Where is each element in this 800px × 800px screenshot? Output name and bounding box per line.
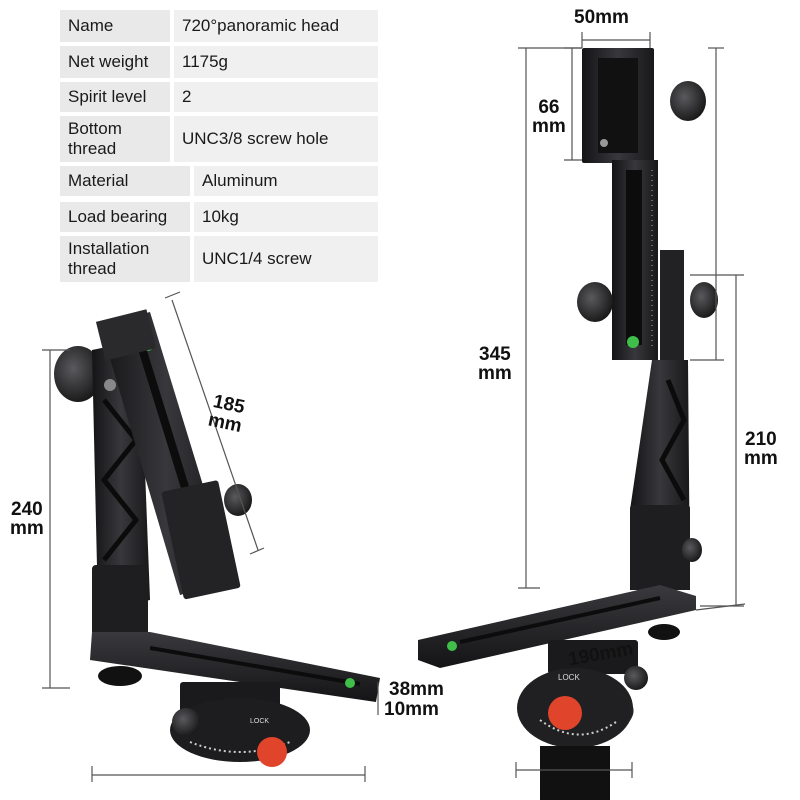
spec-value: 10kg bbox=[194, 202, 378, 232]
base-thickness-dimension: 10mm bbox=[384, 699, 439, 720]
lock-knob-icon bbox=[54, 346, 102, 402]
red-knob-icon bbox=[257, 737, 287, 767]
right-knob-icon bbox=[690, 282, 718, 318]
spec-row-material: Material Aluminum bbox=[60, 166, 378, 196]
spirit-level-icon bbox=[627, 336, 639, 348]
spec-value: UNC1/4 screw bbox=[194, 236, 378, 282]
spec-label: Net weight bbox=[60, 46, 170, 78]
dim-value: 240 bbox=[11, 499, 43, 520]
clamp-slot bbox=[598, 58, 638, 153]
side-knob-icon bbox=[172, 708, 200, 736]
clamp-knob-icon bbox=[670, 81, 706, 121]
spec-label: Installation thread bbox=[60, 236, 190, 282]
truss-cutouts bbox=[659, 379, 687, 502]
base-width-dimension: 62mm bbox=[540, 773, 595, 794]
truss-cutouts bbox=[100, 398, 140, 562]
plate-thickness-dimension: 38mm bbox=[389, 679, 444, 700]
dim-value: 66 bbox=[538, 97, 560, 118]
total-height-dimension: 345 mm bbox=[478, 345, 512, 383]
right-panoramic-head: LOCK bbox=[418, 48, 718, 800]
spec-label: Load bearing bbox=[60, 202, 190, 232]
spec-label: Name bbox=[60, 10, 170, 42]
spec-label: Spirit level bbox=[60, 82, 170, 112]
small-knob-icon bbox=[682, 538, 702, 562]
red-knob-icon bbox=[548, 696, 582, 730]
spec-row-name: Name 720°panoramic head bbox=[60, 10, 378, 42]
left-height-dimension: 240 mm bbox=[10, 500, 44, 538]
spec-row-level: Spirit level 2 bbox=[60, 82, 378, 112]
dim-unit: mm bbox=[478, 363, 512, 384]
side-knob-icon bbox=[624, 666, 648, 690]
tripod-column bbox=[540, 746, 610, 800]
rail-slot bbox=[626, 170, 642, 345]
dim-value: 345 bbox=[479, 344, 511, 365]
spec-value: Aluminum bbox=[194, 166, 378, 196]
dim-unit: mm bbox=[10, 518, 44, 539]
rail-slot bbox=[459, 596, 661, 644]
lock-label: LOCK bbox=[250, 718, 269, 725]
sliding-clamp bbox=[161, 480, 241, 600]
screw-icon bbox=[600, 139, 608, 147]
dim-unit: mm bbox=[744, 448, 778, 469]
spec-row-install-thread: Installation thread UNC1/4 screw bbox=[60, 236, 378, 282]
clamp-knob-icon bbox=[224, 484, 252, 516]
spec-value: 720°panoramic head bbox=[174, 10, 378, 42]
screw-icon bbox=[104, 379, 116, 391]
rubber-foot bbox=[648, 624, 680, 640]
dim-unit: mm bbox=[532, 116, 566, 137]
rubber-foot bbox=[98, 666, 142, 686]
lower-block bbox=[630, 505, 690, 590]
spec-row-bottom-thread: Bottom thread UNC3/8 screw hole bbox=[60, 116, 378, 162]
right-dimension-lines bbox=[515, 32, 746, 778]
spec-value: 1175g bbox=[174, 46, 378, 78]
left-panoramic-head: LOCK bbox=[54, 309, 380, 767]
left-knob-icon bbox=[577, 282, 613, 322]
lower-block bbox=[92, 565, 148, 640]
spirit-level-icon bbox=[345, 678, 355, 688]
spec-value: UNC3/8 screw hole bbox=[174, 116, 378, 162]
spec-label: Material bbox=[60, 166, 190, 196]
top-clamp bbox=[95, 309, 157, 361]
arm-height-dimension: 210 mm bbox=[744, 430, 778, 468]
spec-row-weight: Net weight 1175g bbox=[60, 46, 378, 78]
spec-row-load: Load bearing 10kg bbox=[60, 202, 378, 232]
lanyard bbox=[611, 689, 634, 726]
clamp-height-dimension: 66 mm bbox=[532, 98, 566, 136]
degree-scale bbox=[539, 719, 617, 736]
spirit-level-icon bbox=[447, 641, 457, 651]
rail-slot bbox=[149, 646, 361, 686]
lock-label: LOCK bbox=[558, 673, 580, 682]
top-width-dimension: 50mm bbox=[574, 7, 629, 28]
left-dimension-lines bbox=[42, 291, 379, 782]
base-plate bbox=[548, 640, 638, 674]
spec-label: Bottom thread bbox=[60, 116, 170, 162]
side-clamp bbox=[660, 250, 684, 360]
spec-value: 2 bbox=[174, 82, 378, 112]
dim-value: 210 bbox=[745, 429, 777, 450]
